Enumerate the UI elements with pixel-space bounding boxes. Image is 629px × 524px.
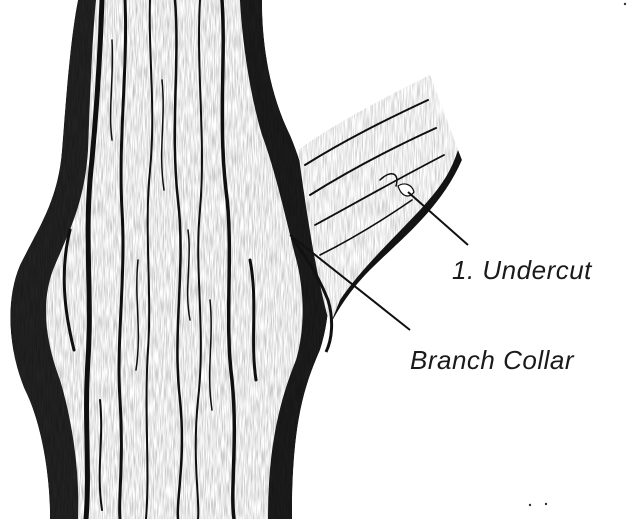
undercut-label: 1. Undercut xyxy=(452,255,592,286)
branch-collar-label: Branch Collar xyxy=(410,345,574,376)
